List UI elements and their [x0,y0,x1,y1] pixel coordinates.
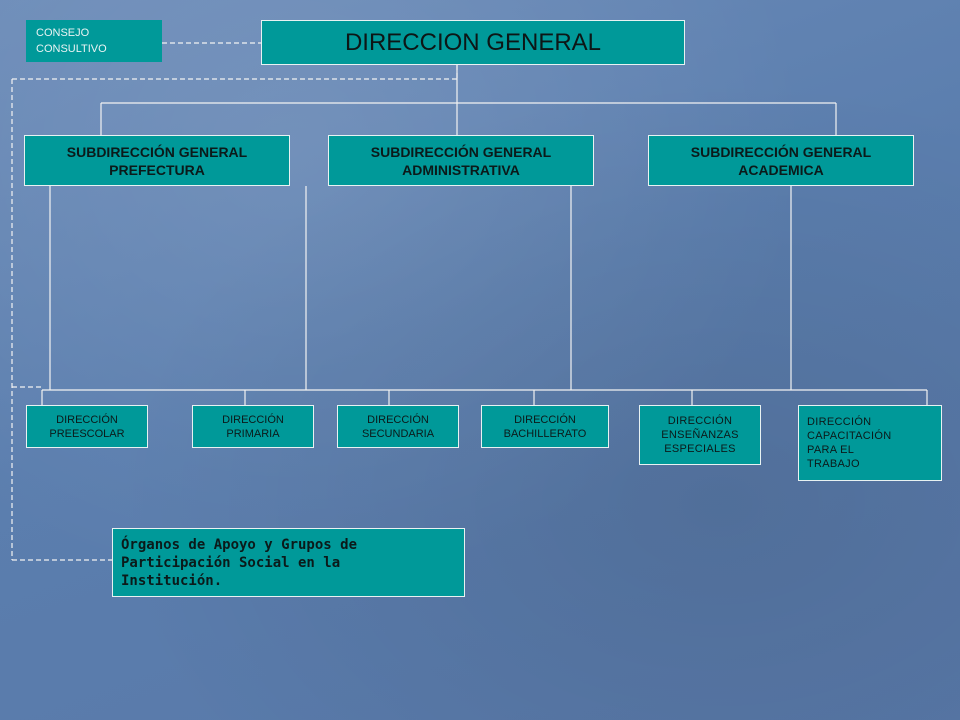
organos-apoyo-box: Órganos de Apoyo y Grupos de Participaci… [112,528,465,597]
direccion-primaria-label: DIRECCIÓN PRIMARIA [222,413,284,440]
direccion-general-label: DIRECCION GENERAL [344,28,602,56]
direccion-preescolar-label: DIRECCIÓN PREESCOLAR [49,413,125,440]
direccion-ensenanzas-box: DIRECCIÓN ENSEÑANZAS ESPECIALES [639,405,761,465]
direccion-capacitacion-label: DIRECCIÓN CAPACITACIÓN PARA EL TRABAJO [807,416,892,470]
subdireccion-prefectura-label: SUBDIRECCIÓN GENERAL PREFECTURA [66,143,248,178]
direccion-bachillerato-box: DIRECCIÓN BACHILLERATO [481,405,609,448]
subdireccion-academica-box: SUBDIRECCIÓN GENERAL ACADEMICA [648,135,914,186]
consejo-consultivo-box: CONSEJO CONSULTIVO [26,20,162,62]
direccion-general-box: DIRECCION GENERAL [261,20,685,65]
direccion-ensenanzas-label: DIRECCIÓN ENSEÑANZAS ESPECIALES [661,415,739,455]
subdireccion-administrativa-box: SUBDIRECCIÓN GENERAL ADMINISTRATIVA [328,135,594,186]
direccion-capacitacion-box: DIRECCIÓN CAPACITACIÓN PARA EL TRABAJO [798,405,942,481]
direccion-secundaria-box: DIRECCIÓN SECUNDARIA [337,405,459,448]
organos-apoyo-label: Órganos de Apoyo y Grupos de Participaci… [121,536,358,589]
direccion-secundaria-label: DIRECCIÓN SECUNDARIA [361,413,435,440]
direccion-preescolar-box: DIRECCIÓN PREESCOLAR [26,405,148,448]
direccion-bachillerato-label: DIRECCIÓN BACHILLERATO [503,413,587,440]
direccion-primaria-box: DIRECCIÓN PRIMARIA [192,405,314,448]
subdireccion-prefectura-box: SUBDIRECCIÓN GENERAL PREFECTURA [24,135,290,186]
subdireccion-academica-label: SUBDIRECCIÓN GENERAL ACADEMICA [690,143,872,178]
consejo-consultivo-label: CONSEJO CONSULTIVO [36,27,107,55]
subdireccion-administrativa-label: SUBDIRECCIÓN GENERAL ADMINISTRATIVA [370,143,552,178]
